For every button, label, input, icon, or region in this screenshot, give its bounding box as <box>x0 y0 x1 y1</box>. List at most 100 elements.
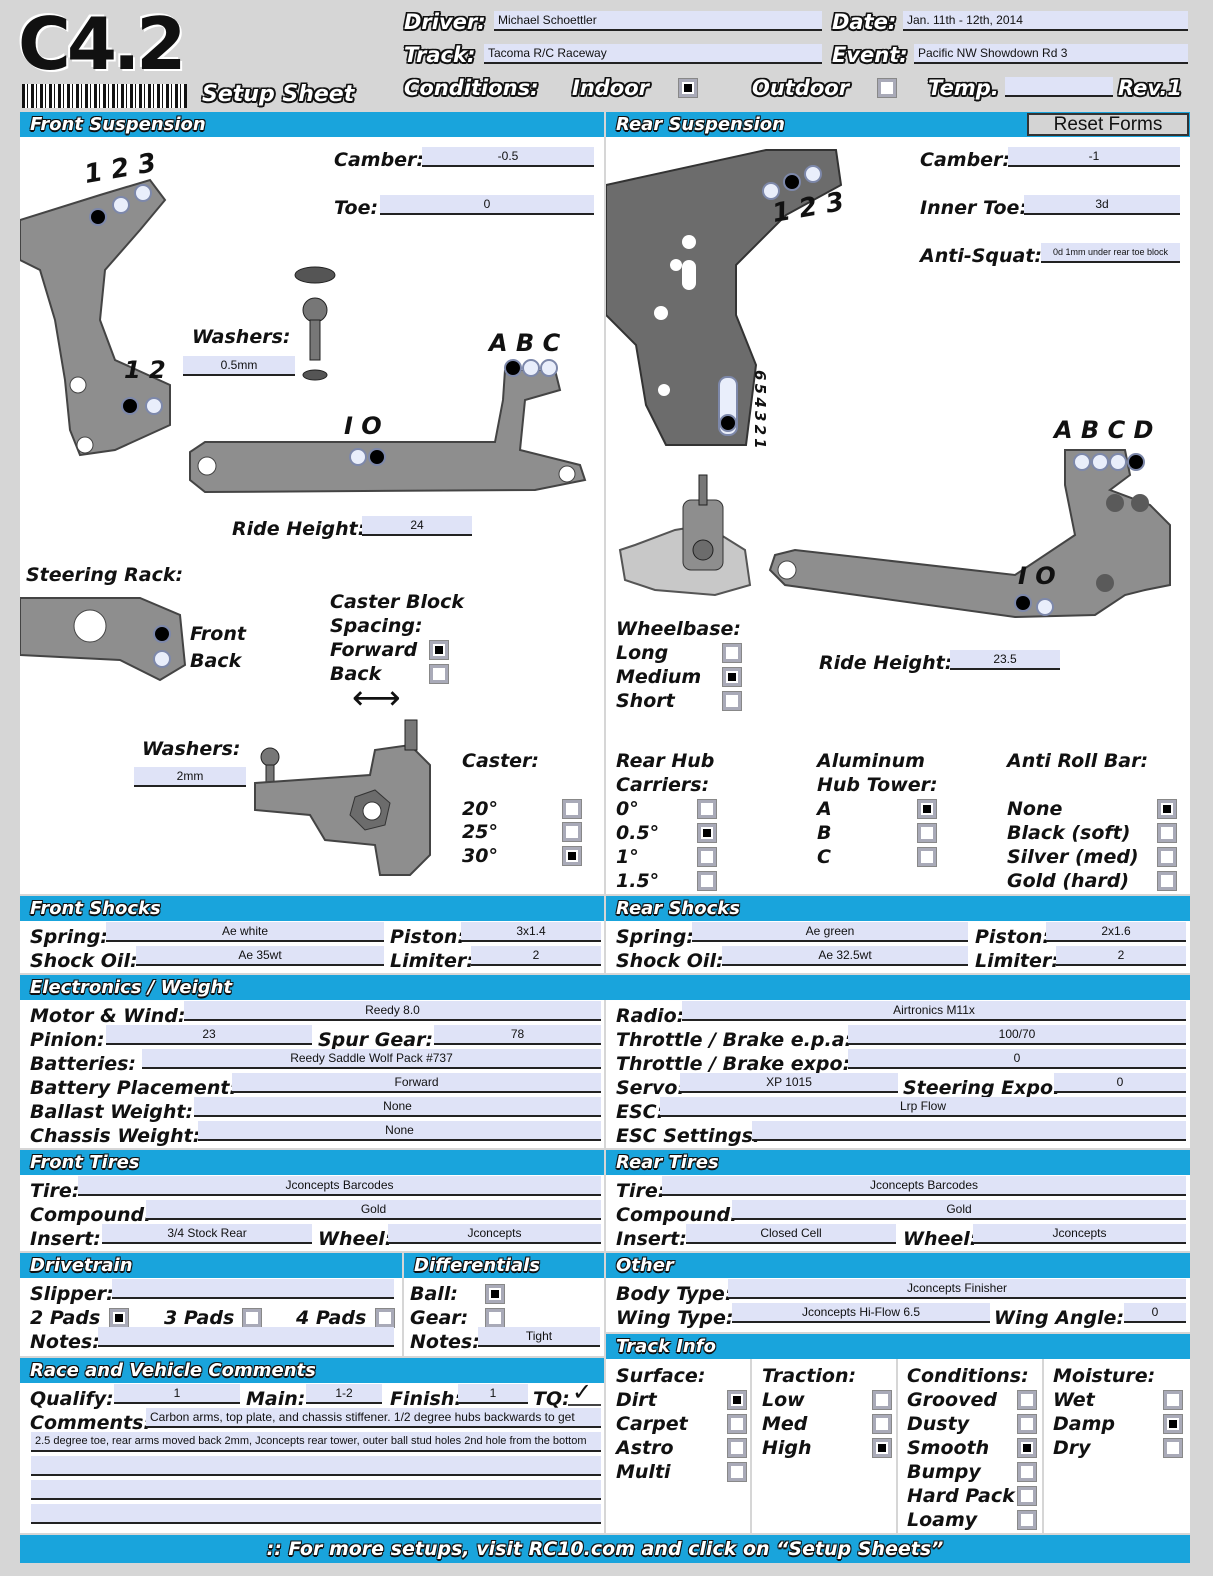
tower-opt-1-checkbox[interactable] <box>917 823 937 843</box>
front-camber-field[interactable]: -0.5 <box>422 147 594 167</box>
arb-opt-0-checkbox[interactable] <box>1157 799 1177 819</box>
front-abc-hole-c[interactable] <box>540 359 558 377</box>
front-oil-field[interactable]: Ae 35wt <box>136 946 384 966</box>
rear-limiter-field[interactable]: 2 <box>1056 946 1186 966</box>
anti-squat-field[interactable]: 0d 1mm under rear toe block <box>1041 243 1180 263</box>
diff-ball-checkbox[interactable] <box>485 1284 505 1304</box>
wing-angle-field[interactable]: 0 <box>1124 1303 1186 1323</box>
front-tower-hole-2[interactable] <box>112 196 130 214</box>
front-limiter-field[interactable]: 2 <box>471 946 601 966</box>
front-spring-field[interactable]: Ae white <box>106 922 384 942</box>
esc-field[interactable]: Lrp Flow <box>660 1097 1186 1117</box>
date-field[interactable]: Jan. 11th - 12th, 2014 <box>903 11 1188 31</box>
diff-notes-field[interactable]: Tight <box>478 1327 600 1347</box>
rear-abcd-hole-c[interactable] <box>1109 453 1127 471</box>
tq-check-icon[interactable]: ✓ <box>572 1378 593 1406</box>
ballast-field[interactable]: None <box>194 1097 601 1117</box>
wing-type-field[interactable]: Jconcepts Hi-Flow 6.5 <box>732 1303 990 1323</box>
rear-insert-field[interactable]: Closed Cell <box>686 1224 896 1244</box>
epa-field[interactable]: 100/70 <box>848 1025 1186 1045</box>
rear-wheel-field[interactable]: Jconcepts <box>973 1224 1186 1244</box>
steering-rack-front-hole[interactable] <box>153 625 171 643</box>
front-washers-field[interactable]: 0.5mm <box>183 356 295 376</box>
hub-opt-1-checkbox[interactable] <box>697 823 717 843</box>
slipper-field[interactable] <box>112 1279 394 1299</box>
driver-field[interactable]: Michael Schoettler <box>494 11 822 31</box>
moisture-wet-checkbox[interactable] <box>1163 1390 1183 1410</box>
front-mount-hole-2[interactable] <box>145 397 163 415</box>
front-mount-hole-1[interactable] <box>121 397 139 415</box>
front-arm-hole-i[interactable] <box>349 448 367 466</box>
radio-field[interactable]: Airtronics M11x <box>682 1001 1186 1021</box>
cond-loamy-checkbox[interactable] <box>1017 1510 1037 1530</box>
surface-carpet-checkbox[interactable] <box>727 1414 747 1434</box>
chassis-weight-field[interactable]: None <box>198 1121 601 1141</box>
hub-opt-3-checkbox[interactable] <box>697 871 717 891</box>
pinion-field[interactable]: 23 <box>106 1025 312 1045</box>
wheelbase-medium-checkbox[interactable] <box>722 667 742 687</box>
outdoor-checkbox[interactable] <box>877 78 897 98</box>
traction-low-checkbox[interactable] <box>872 1390 892 1410</box>
front-tower-hole-1[interactable] <box>89 208 107 226</box>
tower-opt-2-checkbox[interactable] <box>917 847 937 867</box>
footer-text[interactable]: :: For more setups, visit RC10.com and c… <box>266 1538 944 1560</box>
hub-opt-2-checkbox[interactable] <box>697 847 717 867</box>
rear-abcd-hole-d[interactable] <box>1127 453 1145 471</box>
steering-rack-back-hole[interactable] <box>153 650 171 668</box>
rear-abcd-hole-a[interactable] <box>1073 453 1091 471</box>
comment-line-2[interactable]: 2.5 degree toe, rear arms moved back 2mm… <box>31 1432 601 1452</box>
moisture-dry-checkbox[interactable] <box>1163 1438 1183 1458</box>
rear-tower-hole-1[interactable] <box>762 182 780 200</box>
front-ride-height-field[interactable]: 24 <box>362 516 472 536</box>
rear-spring-field[interactable]: Ae green <box>692 922 968 942</box>
front-tire-field[interactable]: Jconcepts Barcodes <box>78 1176 601 1196</box>
front-compound-field[interactable]: Gold <box>146 1200 601 1220</box>
front-washers2-field[interactable]: 2mm <box>134 767 246 787</box>
rear-inner-toe-field[interactable]: 3d <box>1024 195 1180 215</box>
expo-field[interactable]: 0 <box>848 1049 1186 1069</box>
surface-astro-checkbox[interactable] <box>727 1438 747 1458</box>
front-piston-field[interactable]: 3x1.4 <box>461 922 601 942</box>
diff-gear-checkbox[interactable] <box>485 1308 505 1328</box>
rear-arm-hole-i[interactable] <box>1014 594 1032 612</box>
steering-expo-field[interactable]: 0 <box>1054 1073 1186 1093</box>
pads2-checkbox[interactable] <box>109 1308 129 1328</box>
rear-ride-height-field[interactable]: 23.5 <box>950 650 1060 670</box>
reset-forms-button[interactable]: Reset Forms <box>1027 113 1189 136</box>
rear-piston-field[interactable]: 2x1.6 <box>1046 922 1186 942</box>
traction-med-checkbox[interactable] <box>872 1414 892 1434</box>
caster-forward-checkbox[interactable] <box>429 640 449 660</box>
qualify-field[interactable]: 1 <box>114 1384 240 1404</box>
finish-field[interactable]: 1 <box>458 1384 528 1404</box>
rear-camber-field[interactable]: -1 <box>1008 147 1180 167</box>
comment-line-4[interactable] <box>31 1480 601 1500</box>
temp-field[interactable] <box>1005 77 1113 97</box>
front-tower-hole-3[interactable] <box>134 184 152 202</box>
rear-vertical-hole-selected[interactable] <box>719 414 737 432</box>
tower-opt-0-checkbox[interactable] <box>917 799 937 819</box>
front-insert-field[interactable]: 3/4 Stock Rear <box>102 1224 312 1244</box>
body-type-field[interactable]: Jconcepts Finisher <box>728 1279 1186 1299</box>
arb-opt-3-checkbox[interactable] <box>1157 871 1177 891</box>
wheelbase-short-checkbox[interactable] <box>722 691 742 711</box>
cond-bumpy-checkbox[interactable] <box>1017 1462 1037 1482</box>
hub-opt-0-checkbox[interactable] <box>697 799 717 819</box>
cond-grooved-checkbox[interactable] <box>1017 1390 1037 1410</box>
motor-field[interactable]: Reedy 8.0 <box>184 1001 601 1021</box>
rear-oil-field[interactable]: Ae 32.5wt <box>722 946 968 966</box>
comment-line-3[interactable] <box>31 1456 601 1476</box>
wheelbase-long-checkbox[interactable] <box>722 643 742 663</box>
drivetrain-notes-field[interactable] <box>98 1327 394 1347</box>
pads4-checkbox[interactable] <box>375 1308 395 1328</box>
arb-opt-2-checkbox[interactable] <box>1157 847 1177 867</box>
spur-field[interactable]: 78 <box>434 1025 601 1045</box>
pads3-checkbox[interactable] <box>242 1308 262 1328</box>
cond-hardpack-checkbox[interactable] <box>1017 1486 1037 1506</box>
cond-dusty-checkbox[interactable] <box>1017 1414 1037 1434</box>
rear-tower-hole-3[interactable] <box>804 165 822 183</box>
rear-tower-hole-2[interactable] <box>783 173 801 191</box>
rear-abcd-hole-b[interactable] <box>1091 453 1109 471</box>
servo-field[interactable]: XP 1015 <box>680 1073 898 1093</box>
rear-tire-field[interactable]: Jconcepts Barcodes <box>662 1176 1186 1196</box>
esc-settings-field[interactable] <box>752 1121 1186 1141</box>
